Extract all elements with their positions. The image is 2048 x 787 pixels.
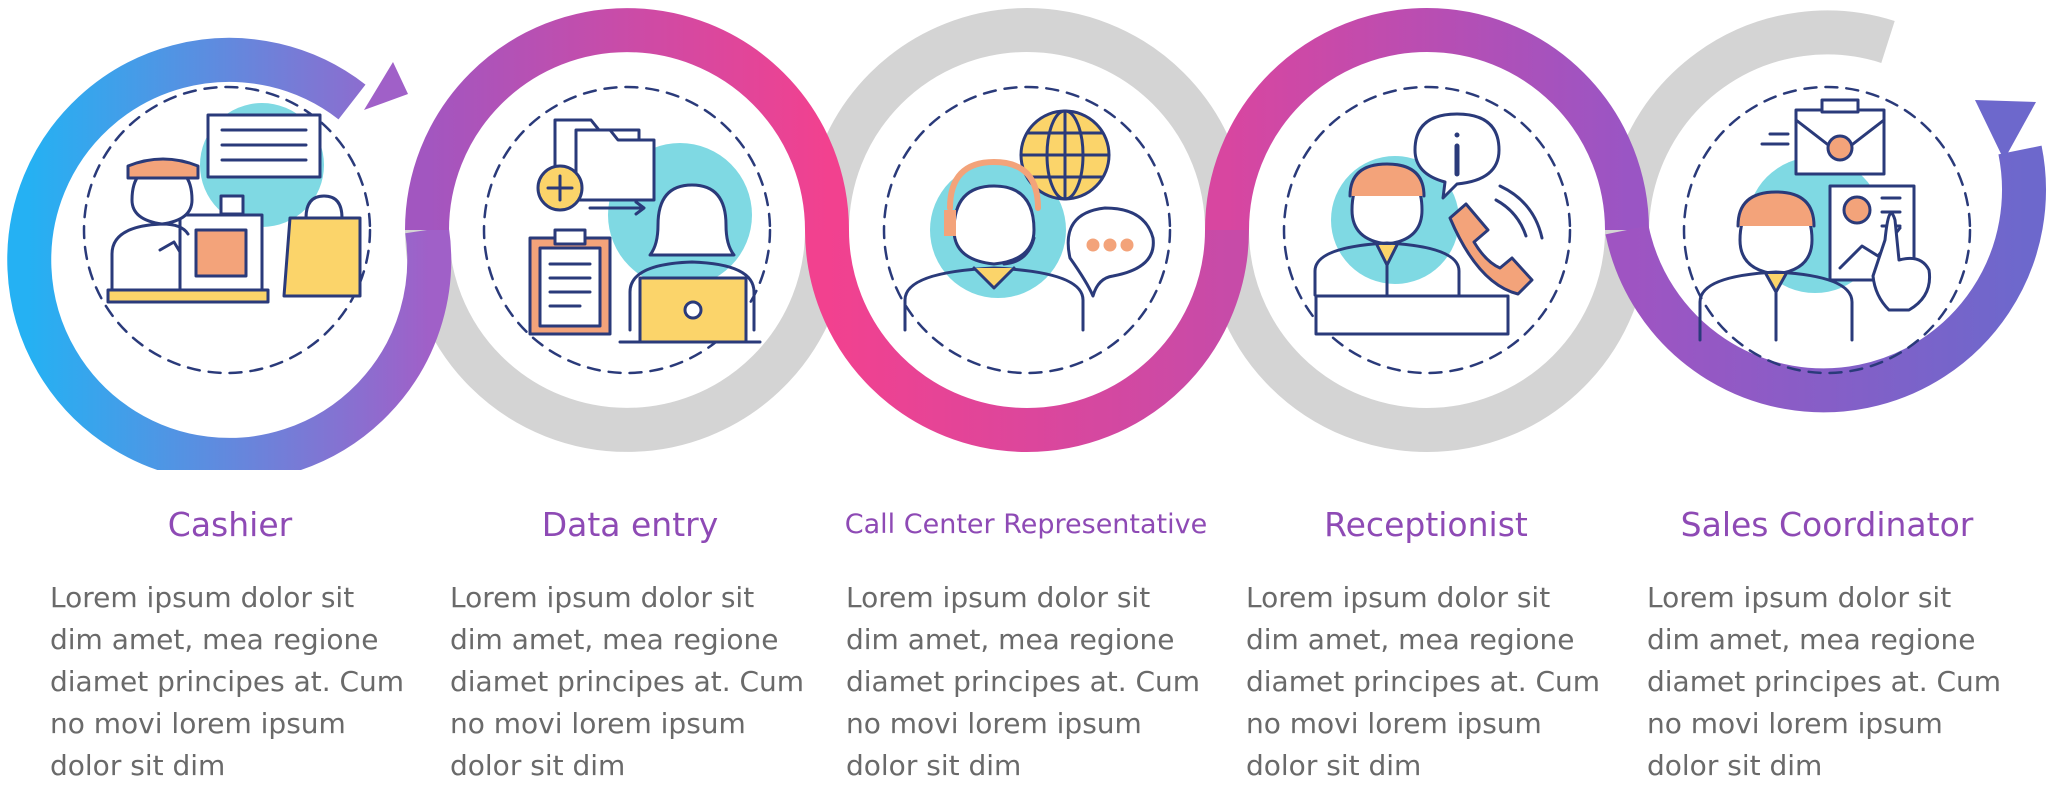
step-title: Sales Coordinator: [1680, 505, 1974, 544]
data-entry-icon: [482, 85, 772, 375]
call-center-icon: [882, 85, 1172, 375]
step-description: Lorem ipsum dolor sit dim amet, mea regi…: [450, 581, 805, 782]
ring-gray-2: [405, 229, 849, 452]
ring-color-3: [805, 229, 1249, 452]
step-description: Lorem ipsum dolor sit dim amet, mea regi…: [846, 581, 1201, 782]
receptionist-icon: [1282, 85, 1572, 375]
step-2: Data entry Lorem ipsum dolor sit dim ame…: [430, 505, 830, 787]
sales-coordinator-icon: [1682, 85, 1972, 375]
ring-color-5: [1605, 145, 2046, 413]
step-title: Call Center Representative: [844, 509, 1208, 540]
ring-gray-4: [1205, 229, 1649, 452]
arrowhead-5: [1975, 100, 2036, 160]
step-3: Call Center Representative Lorem ipsum d…: [826, 505, 1226, 787]
step-5: Sales Coordinator Lorem ipsum dolor sit …: [1627, 505, 2027, 787]
step-1: Cashier Lorem ipsum dolor sit dim amet, …: [30, 505, 430, 787]
step-4: Receptionist Lorem ipsum dolor sit dim a…: [1226, 505, 1626, 787]
step-title: Cashier: [167, 505, 293, 544]
ring-color-2: [405, 8, 849, 231]
cashier-icon: [82, 85, 372, 375]
ring-color-4: [1205, 8, 1649, 231]
ring-gray-3: [805, 8, 1249, 231]
step-title: Data entry: [541, 505, 719, 544]
process-diagram: [7, 8, 2046, 470]
step-description: Lorem ipsum dolor sit dim amet, mea regi…: [50, 581, 405, 782]
step-description: Lorem ipsum dolor sit dim amet, mea regi…: [1246, 581, 1601, 782]
ring-color-1: [7, 37, 452, 470]
step-description: Lorem ipsum dolor sit dim amet, mea regi…: [1647, 581, 2002, 782]
step-title: Receptionist: [1324, 505, 1528, 544]
arrowhead-1: [364, 62, 408, 110]
